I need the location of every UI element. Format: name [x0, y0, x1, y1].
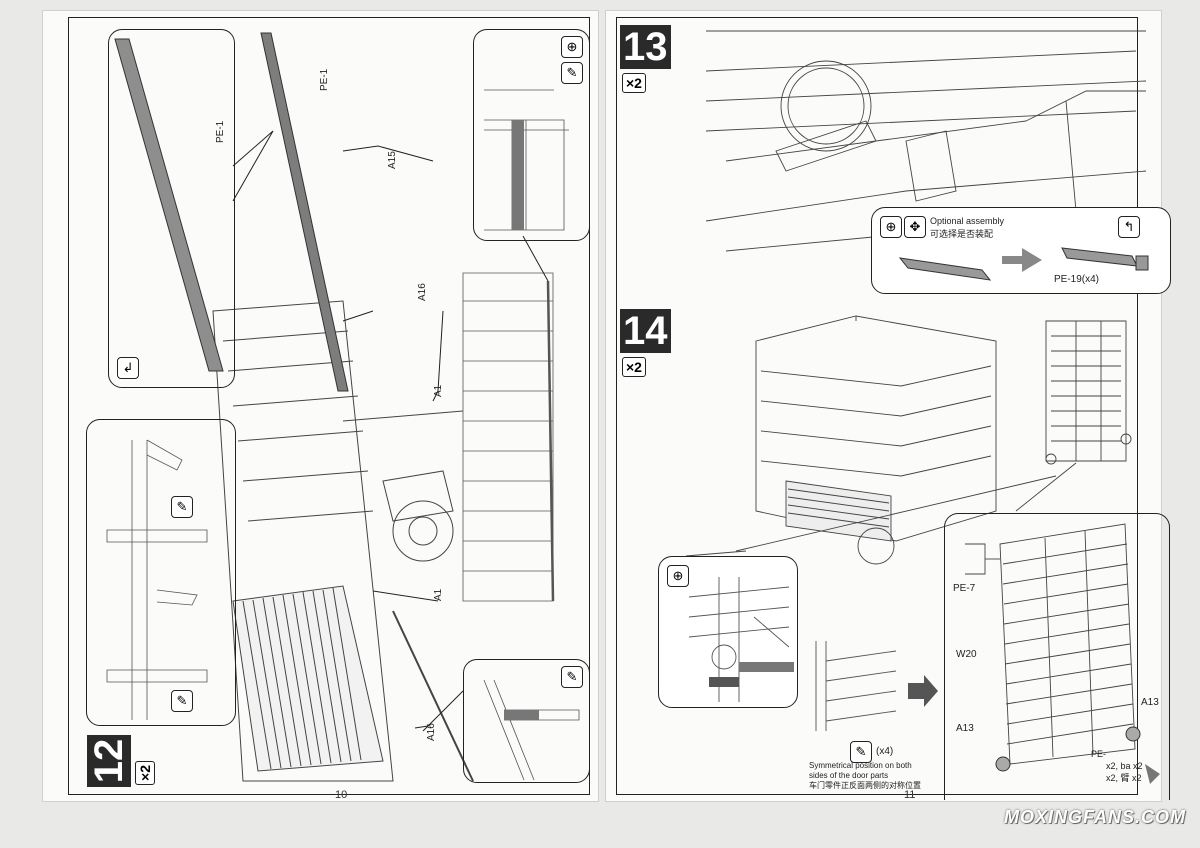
label-pe19: PE-19(x4): [1054, 274, 1100, 285]
partial-text-1: PE-: [1091, 749, 1107, 759]
label-a16-bottom: A16: [426, 723, 437, 741]
magnify-icon: ⊕: [561, 36, 583, 58]
label-pe1-a: PE-1: [215, 120, 226, 143]
label-pe7: PE-7: [953, 583, 976, 594]
step-qty-14: ×2: [622, 357, 646, 377]
note-en-2: sides of the door parts: [809, 771, 889, 780]
glue-brush-icon: ✎: [561, 666, 583, 688]
label-a13-right: A13: [1141, 697, 1159, 708]
door-assembly-panel: [944, 513, 1170, 800]
label-a16-top: A16: [417, 283, 428, 301]
label-a1-bottom: A1: [433, 588, 444, 601]
step14-zoom-panel: ⊕: [658, 556, 798, 708]
zoom-frame-diagram: [484, 89, 569, 231]
zoom-bottom-diagram: [483, 679, 580, 781]
glue-brush-icon: ✎: [171, 496, 193, 518]
label-a1-top: A1: [433, 384, 444, 397]
glue-brush-icon: ✎: [561, 62, 583, 84]
glue-brush-icon: ✎: [171, 690, 193, 712]
optional-assembly-panel: ⊕ ✥ Optional assembly 可选择是否装配 ↰ PE-19(x4…: [871, 207, 1171, 294]
page-frame-left: [68, 17, 590, 795]
magnify-icon: ⊕: [880, 216, 902, 238]
partial-text-3: x2, 臂 x2: [1106, 773, 1142, 783]
door-assembly-diagram: [965, 523, 1160, 784]
wagon-assembly-diagram: [114, 32, 555, 782]
optional-assembly-en: Optional assembly: [930, 216, 1005, 226]
label-a13-left: A13: [956, 723, 974, 734]
magnify-icon: ⊕: [667, 565, 689, 587]
rotate-arrows-icon: ✥: [904, 216, 926, 238]
label-w20: W20: [956, 649, 977, 660]
instruction-page-right: 13 ×2 ⊕ ✥ Optional assembly 可选择是否装配 ↰: [605, 10, 1171, 802]
detail-panel-zoom-bottom: ✎: [463, 659, 590, 783]
partial-text-2: x2, ba x2: [1106, 761, 1143, 771]
step14-wagon-diagram: [685, 315, 1132, 565]
step-number-14: 14: [620, 309, 671, 353]
detail-panel-zoom-top: ⊕ ✎: [473, 29, 590, 241]
detail-panel-pe1: ↲: [108, 29, 235, 388]
glue-qty: (x4): [876, 746, 894, 757]
page-number-left: 10: [335, 789, 348, 801]
page-number-right: 11: [904, 789, 916, 801]
glue-brush-icon: ✎: [850, 741, 872, 763]
page-frame-right: [616, 17, 1138, 795]
door-frame-detail: [815, 641, 938, 731]
optional-assembly-zh: 可选择是否装配: [930, 229, 994, 239]
label-a15: A15: [387, 151, 398, 169]
pin-diagram: [106, 439, 208, 720]
return-arrow-icon: ↰: [1118, 216, 1140, 238]
next-arrow-icon: [908, 675, 938, 707]
detail-panel-pin: ✎ ✎: [86, 419, 236, 726]
step-qty-13: ×2: [622, 73, 646, 93]
instruction-page-left: ↲ ⊕ ✎ ✎ ✎ ✎: [42, 10, 599, 802]
note-zh: 车门零件正反面两侧的对称位置: [809, 781, 921, 790]
return-arrow-icon: ↲: [117, 357, 139, 379]
note-en-1: Symmetrical position on both: [809, 761, 912, 770]
wheel-zoom-diagram: [688, 577, 794, 702]
step-number-13: 13: [620, 25, 671, 69]
watermark: MOXINGFANS.COM: [1003, 807, 1186, 827]
step-number-12: 12: [87, 735, 131, 787]
label-pe1-b: PE-1: [319, 68, 330, 91]
step-qty-12: ×2: [134, 761, 155, 785]
next-arrow-icon: [1002, 248, 1042, 272]
pe19-diagram: [898, 247, 1149, 281]
